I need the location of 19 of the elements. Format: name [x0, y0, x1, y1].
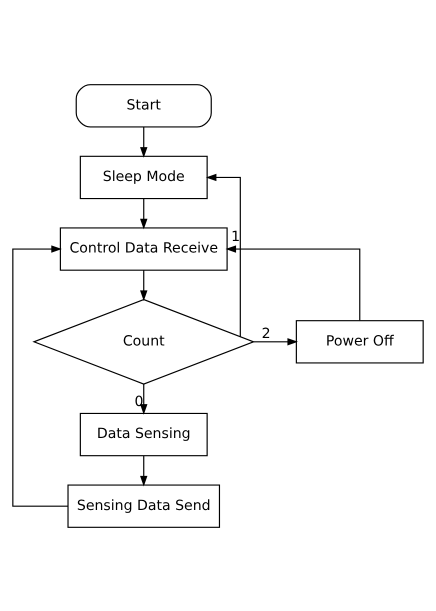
arrow	[225, 244, 360, 320]
node-box: Sensing Data Send	[67, 484, 220, 528]
arrow	[12, 244, 68, 506]
node-box: Data Sensing	[80, 412, 208, 456]
node-box: Start	[76, 84, 212, 128]
arrow	[140, 198, 148, 229]
edge-label: 0	[134, 393, 144, 410]
edge-label: 2	[262, 325, 271, 342]
arrow	[206, 173, 241, 336]
arrow	[140, 270, 148, 301]
arrow	[140, 456, 148, 486]
node-box: Control Data Receive	[60, 226, 228, 270]
edge-label: 1	[231, 228, 240, 244]
arrow	[140, 384, 148, 414]
node-box: Sleep Mode	[80, 155, 208, 199]
arrow	[254, 338, 298, 346]
arrow	[140, 126, 148, 158]
node-box: Power Off	[296, 320, 424, 364]
node-diamond: Count	[32, 298, 256, 384]
